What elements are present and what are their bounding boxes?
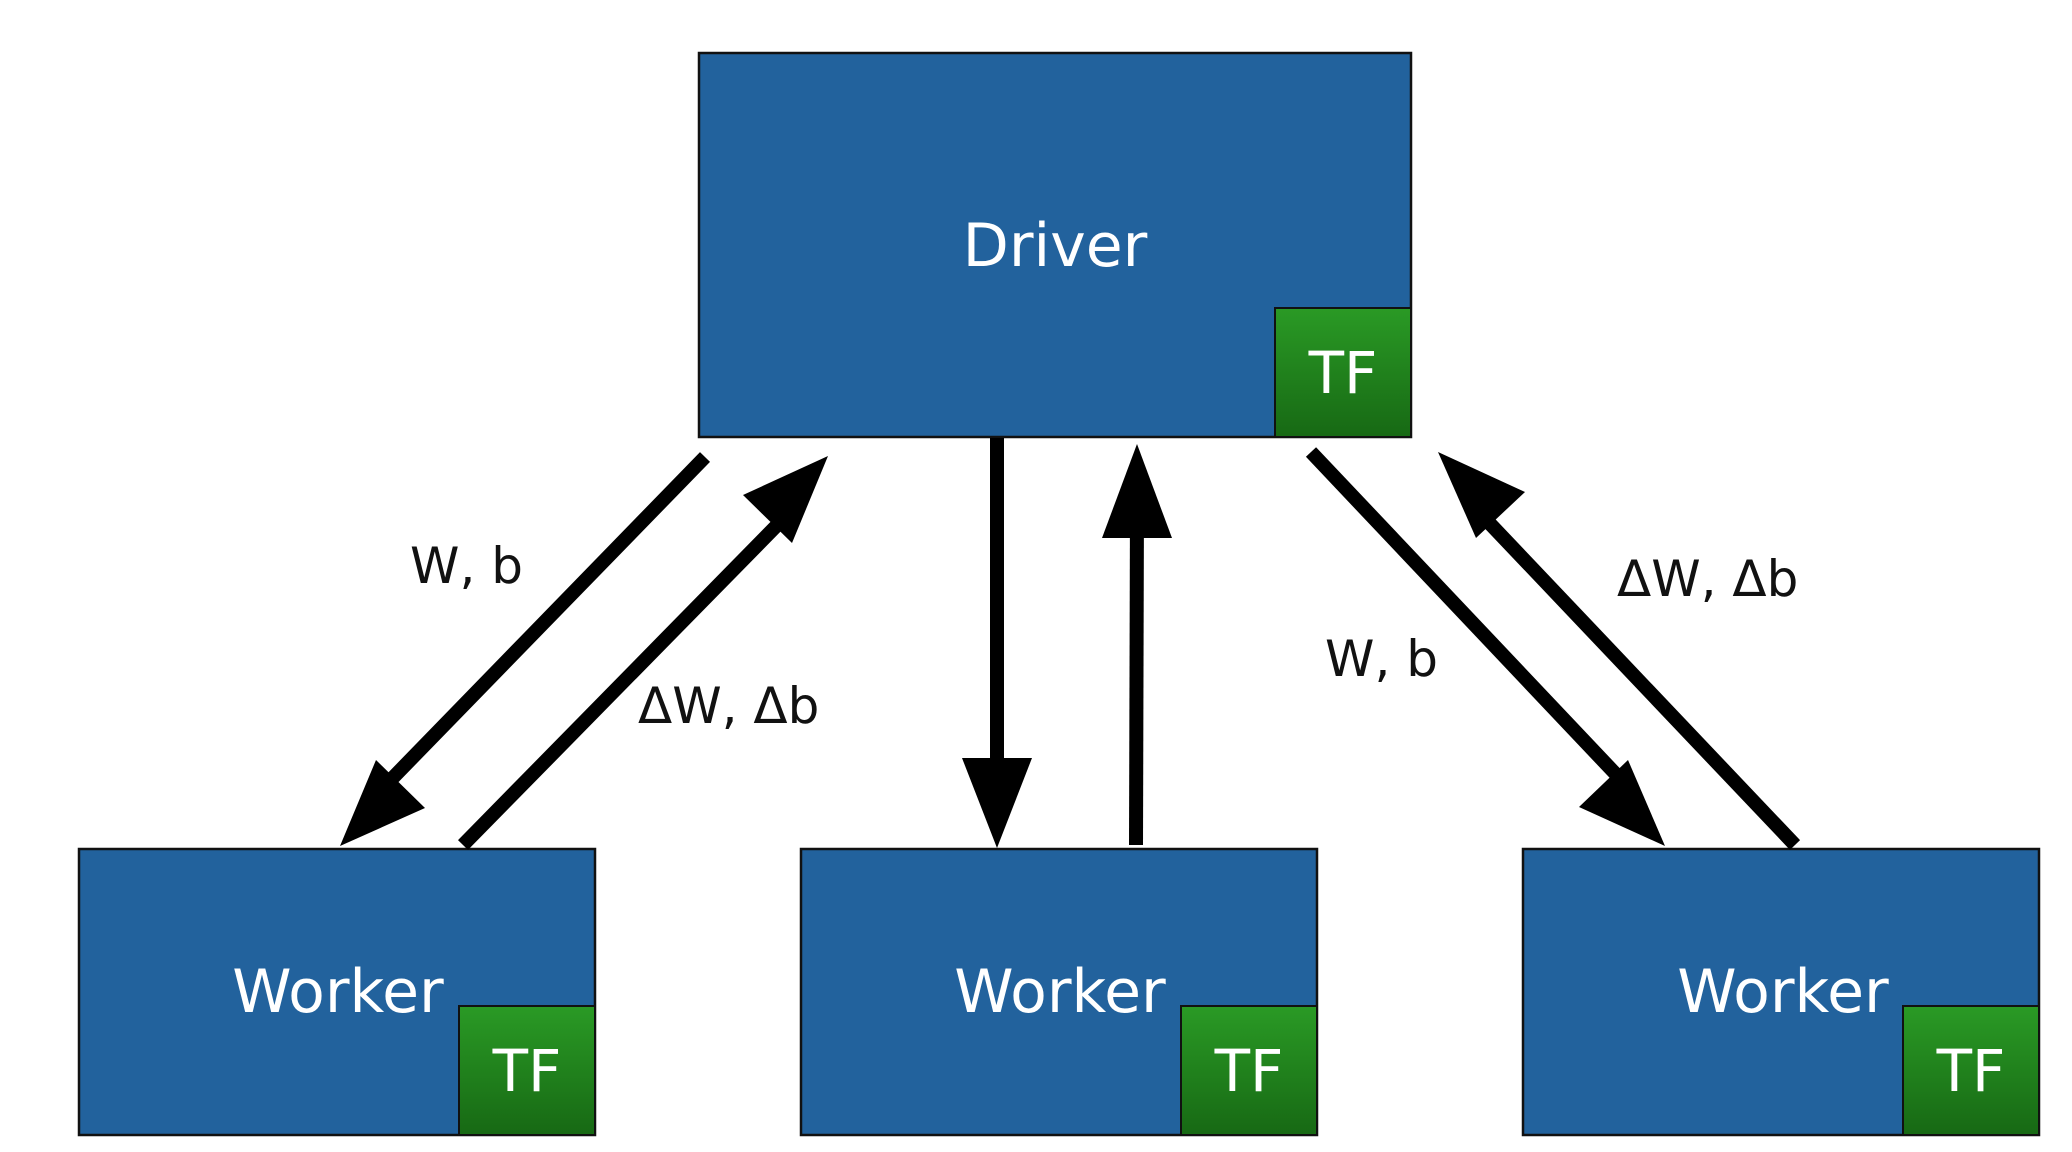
arrowhead-up <box>1102 444 1172 538</box>
driver-tf-badge: TF <box>1274 307 1412 438</box>
worker-left-tf-label: TF <box>492 1037 562 1105</box>
driver-tf-box <box>1274 307 1412 438</box>
worker-middle-tf-badge: TF <box>1180 1005 1318 1136</box>
arrowhead-up-left <box>1438 452 1525 538</box>
arrowhead-down <box>962 758 1032 848</box>
arrowhead-down-right <box>1579 760 1665 846</box>
worker-right-tf-badge: TF <box>1902 1005 2040 1136</box>
edge-label-worker-right-to-driver: ΔW, Δb <box>1617 550 1798 608</box>
driver-tf-label: TF <box>1308 339 1378 407</box>
worker-middle-node: Worker TF <box>799 847 1319 1137</box>
arrow-worker-middle-to-driver <box>1102 444 1172 846</box>
worker-left-node: Worker TF <box>77 847 597 1137</box>
driver-node: Driver TF <box>697 51 1413 439</box>
arrow-driver-to-worker-middle <box>962 438 1032 848</box>
worker-left-label: Worker <box>232 957 444 1027</box>
arrow-driver-to-worker-left <box>340 452 711 846</box>
edge-label-worker-left-to-driver: ΔW, Δb <box>638 677 819 735</box>
arrow-worker-right-to-driver <box>1438 452 1801 850</box>
arrowhead-up-right <box>743 456 828 543</box>
worker-right-tf-label: TF <box>1936 1037 2006 1105</box>
worker-middle-label: Worker <box>954 957 1166 1027</box>
worker-right-label: Worker <box>1677 957 1889 1027</box>
worker-middle-tf-box <box>1180 1005 1318 1136</box>
driver-label: Driver <box>963 211 1148 281</box>
arrow-driver-to-worker-right <box>1305 447 1665 846</box>
worker-right-node: Worker TF <box>1521 847 2041 1137</box>
worker-right-tf-box <box>1902 1005 2040 1136</box>
edge-label-driver-to-worker-left: W, b <box>410 537 523 595</box>
arrowhead-down-left <box>340 760 425 846</box>
edge-label-driver-to-worker-right: W, b <box>1325 630 1438 688</box>
worker-left-tf-badge: TF <box>458 1005 596 1136</box>
arrow-worker-left-to-driver <box>458 456 828 850</box>
worker-middle-tf-label: TF <box>1214 1037 1284 1105</box>
worker-left-tf-box <box>458 1005 596 1136</box>
